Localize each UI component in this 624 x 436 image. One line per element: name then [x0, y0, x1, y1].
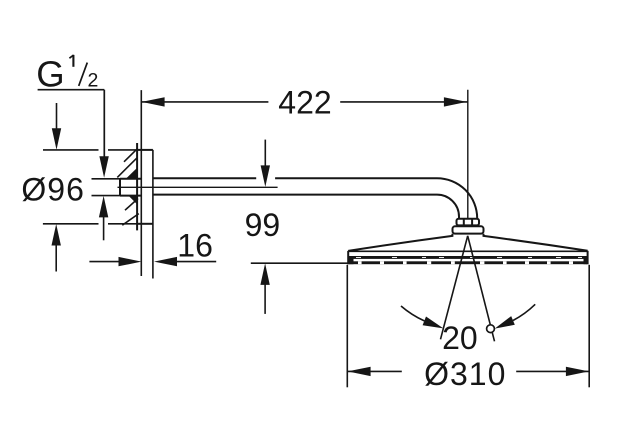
- svg-text:20: 20: [442, 320, 478, 356]
- svg-text:422: 422: [278, 85, 331, 121]
- svg-text:2: 2: [88, 70, 99, 92]
- svg-text:99: 99: [245, 207, 281, 243]
- svg-text:Ø96: Ø96: [21, 172, 84, 208]
- svg-text:16: 16: [177, 228, 213, 264]
- svg-text:G: G: [36, 54, 64, 95]
- svg-text:Ø310: Ø310: [424, 356, 506, 392]
